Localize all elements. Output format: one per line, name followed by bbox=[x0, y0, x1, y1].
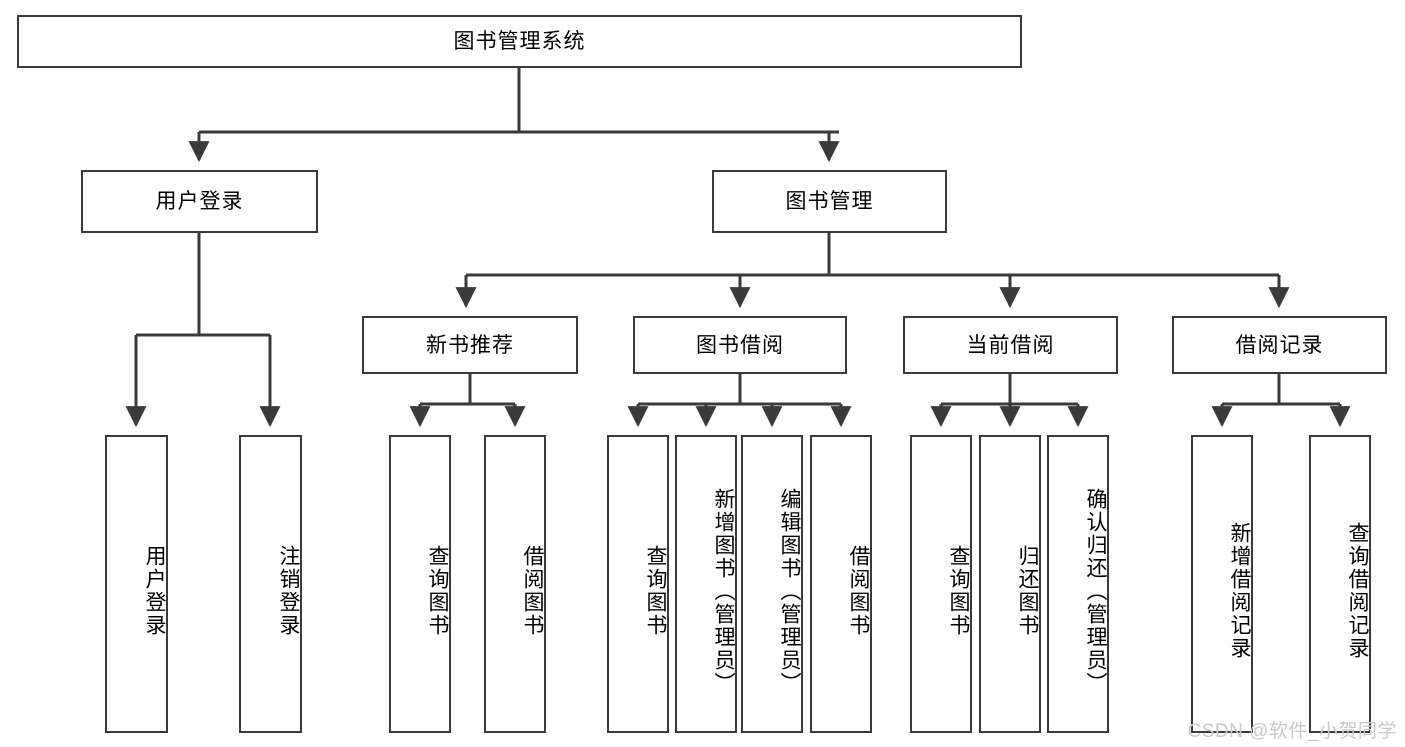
node-user-login[interactable]: 用户登录 bbox=[81, 170, 318, 233]
node-current-borrow[interactable]: 当前借阅 bbox=[903, 316, 1118, 374]
leaf-label: 用户登录 bbox=[143, 545, 166, 637]
leaf-label: 查询图书 bbox=[947, 545, 970, 637]
node-new-book-recommend[interactable]: 新书推荐 bbox=[362, 316, 578, 374]
leaf-label: 新增借阅记录 bbox=[1228, 522, 1251, 660]
leaf-logout-login[interactable]: 注销登录 bbox=[239, 435, 302, 733]
leaf-label: 查询图书 bbox=[426, 545, 449, 637]
leaf-label: 新增图书（管理员） bbox=[712, 487, 735, 695]
csdn-watermark: CSDN @软件_小贺同学 bbox=[1187, 721, 1397, 742]
node-book-management[interactable]: 图书管理 bbox=[712, 170, 947, 233]
leaf-borrow-book[interactable]: 借阅图书 bbox=[810, 435, 872, 733]
leaf-query-book-current[interactable]: 查询图书 bbox=[910, 435, 972, 733]
leaf-label: 借阅图书 bbox=[847, 545, 870, 637]
leaf-query-borrow-record[interactable]: 查询借阅记录 bbox=[1309, 435, 1371, 733]
leaf-label: 查询借阅记录 bbox=[1346, 522, 1369, 660]
leaf-label: 编辑图书（管理员） bbox=[778, 487, 801, 695]
leaf-user-login[interactable]: 用户登录 bbox=[105, 435, 168, 733]
leaf-label: 注销登录 bbox=[277, 545, 300, 637]
leaf-label: 归还图书 bbox=[1016, 545, 1039, 637]
leaf-query-book-recommend[interactable]: 查询图书 bbox=[389, 435, 451, 733]
node-borrow-record[interactable]: 借阅记录 bbox=[1172, 316, 1387, 374]
leaf-query-book-borrow[interactable]: 查询图书 bbox=[607, 435, 669, 733]
leaf-edit-book-admin[interactable]: 编辑图书（管理员） bbox=[741, 435, 803, 733]
leaf-label: 查询图书 bbox=[644, 545, 667, 637]
leaf-borrow-book-recommend[interactable]: 借阅图书 bbox=[484, 435, 546, 733]
leaf-label: 借阅图书 bbox=[521, 545, 544, 637]
leaf-return-book[interactable]: 归还图书 bbox=[979, 435, 1041, 733]
leaf-confirm-return-admin[interactable]: 确认归还（管理员） bbox=[1047, 435, 1109, 733]
node-root-system[interactable]: 图书管理系统 bbox=[17, 15, 1022, 68]
leaf-add-book-admin[interactable]: 新增图书（管理员） bbox=[675, 435, 737, 733]
leaf-add-borrow-record[interactable]: 新增借阅记录 bbox=[1191, 435, 1253, 733]
node-book-borrow[interactable]: 图书借阅 bbox=[633, 316, 847, 374]
leaf-label: 确认归还（管理员） bbox=[1084, 487, 1107, 695]
